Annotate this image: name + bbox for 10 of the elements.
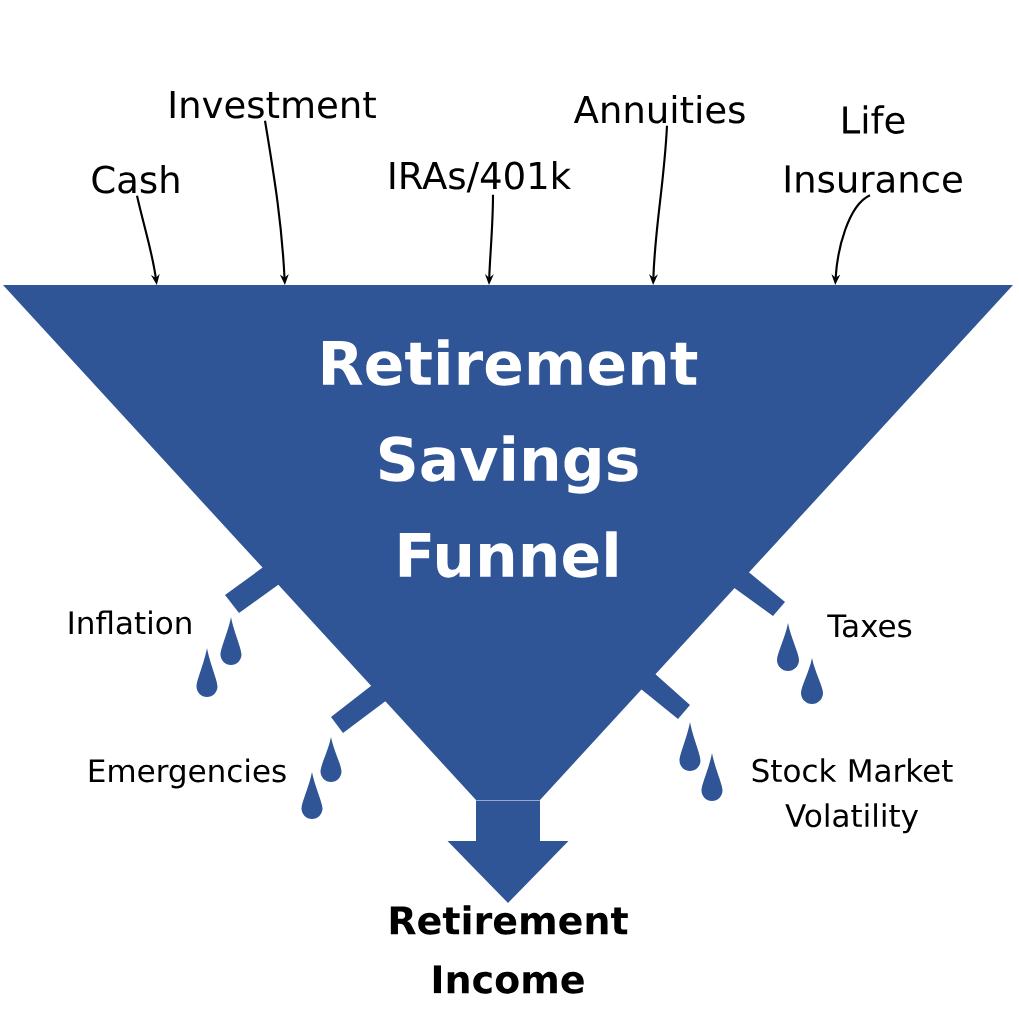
block-arrow [447, 800, 569, 903]
leak-label: Taxes [827, 614, 912, 638]
leak-label: Emergencies [89, 758, 286, 789]
leak-label: Inflation [69, 610, 191, 635]
source-label: IRAs/401k [390, 160, 571, 193]
source-label: Life Insurance [785, 105, 962, 193]
result-label: Retirement Income [390, 905, 628, 994]
source-label: Investment [170, 91, 376, 119]
source-label: Annuities [573, 94, 745, 124]
source-label: Cash [92, 164, 179, 194]
